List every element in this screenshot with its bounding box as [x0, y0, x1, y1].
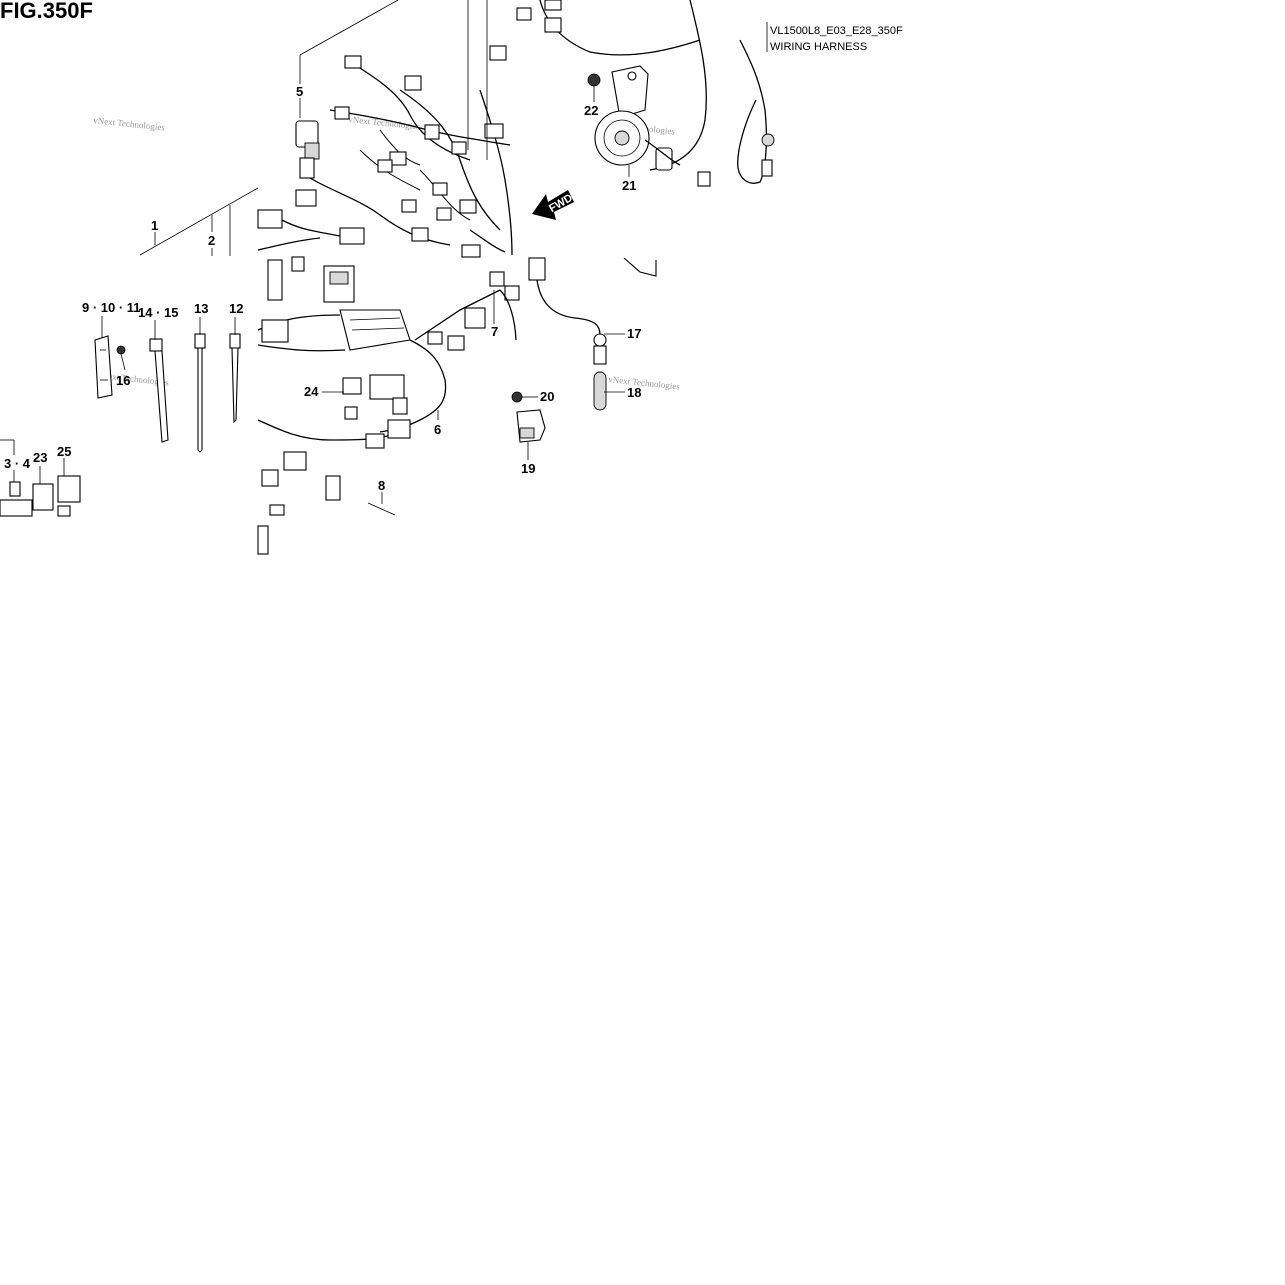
main-harness-lower: [257, 256, 520, 555]
callout-19: 19: [521, 461, 535, 476]
callout-1: 1: [151, 218, 158, 233]
callout-22: 22: [584, 103, 598, 118]
upper-right-harness: [516, 0, 775, 187]
sensor-17: [528, 257, 607, 365]
fuse-3-4: [0, 481, 33, 517]
leader-1: [139, 187, 259, 256]
relay-23: [32, 483, 54, 511]
watermark-2: vNext Technologies: [348, 114, 421, 132]
callout-2: 2: [208, 233, 215, 248]
bracket-top-right: [623, 257, 657, 277]
callout-3-4: 3 · 4: [4, 456, 31, 471]
band-14-15: [149, 338, 169, 443]
watermark-1: vNext Technologies: [93, 115, 166, 133]
callout-9-10-11: 9 · 10 · 11: [82, 300, 141, 315]
main-harness-upper: [257, 45, 513, 258]
callout-17: 17: [627, 326, 641, 341]
tie-13: [194, 333, 206, 453]
screw-20: [511, 391, 523, 403]
callout-21: 21: [622, 178, 636, 193]
switch-19: [516, 409, 546, 443]
boot-18: [593, 371, 607, 411]
watermark-5: vNext Technologies: [608, 374, 681, 392]
callout-12: 12: [229, 301, 243, 316]
relay-25: [57, 475, 81, 517]
tie-12: [229, 333, 241, 424]
callout-23: 23: [33, 450, 47, 465]
callout-13: 13: [194, 301, 208, 316]
fwd-arrow-icon: FWD: [532, 190, 575, 220]
callout-18: 18: [627, 385, 641, 400]
callout-20: 20: [540, 389, 554, 404]
screw-16: [116, 345, 126, 371]
callout-6: 6: [434, 422, 441, 437]
callout-7: 7: [491, 324, 498, 339]
figure-title: FIG.350F: [0, 0, 93, 23]
callout-16: 16: [116, 373, 130, 388]
clamp-9-10-11: [94, 335, 113, 399]
callout-14-15: 14 · 15: [138, 305, 178, 320]
callout-8: 8: [378, 478, 385, 493]
figure-name: WIRING HARNESS: [770, 41, 867, 53]
callout-24: 24: [304, 384, 319, 399]
horn: [594, 65, 681, 166]
bolt-22: [587, 73, 601, 95]
figure-code: VL1500L8_E03_E28_350F: [770, 25, 903, 37]
leader-5: [299, 0, 399, 56]
callout-5: 5: [296, 84, 303, 99]
fwd-label: FWD: [547, 192, 575, 215]
callout-25: 25: [57, 444, 71, 459]
